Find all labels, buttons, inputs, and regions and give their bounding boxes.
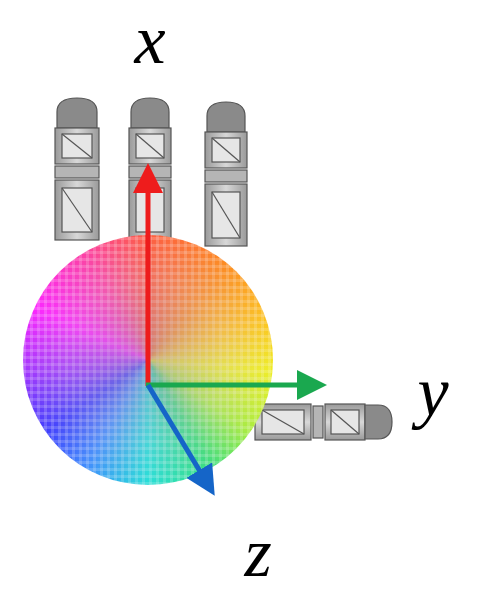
axis-label: z <box>244 518 271 588</box>
axis-label: x <box>134 5 165 75</box>
finger <box>205 102 247 246</box>
axis-label: y <box>417 357 448 427</box>
thumb <box>255 404 392 440</box>
x-axis-arrow <box>146 178 151 386</box>
z-axis-arrow <box>148 385 207 483</box>
y-axis-arrow <box>146 383 312 388</box>
finger <box>55 98 99 240</box>
